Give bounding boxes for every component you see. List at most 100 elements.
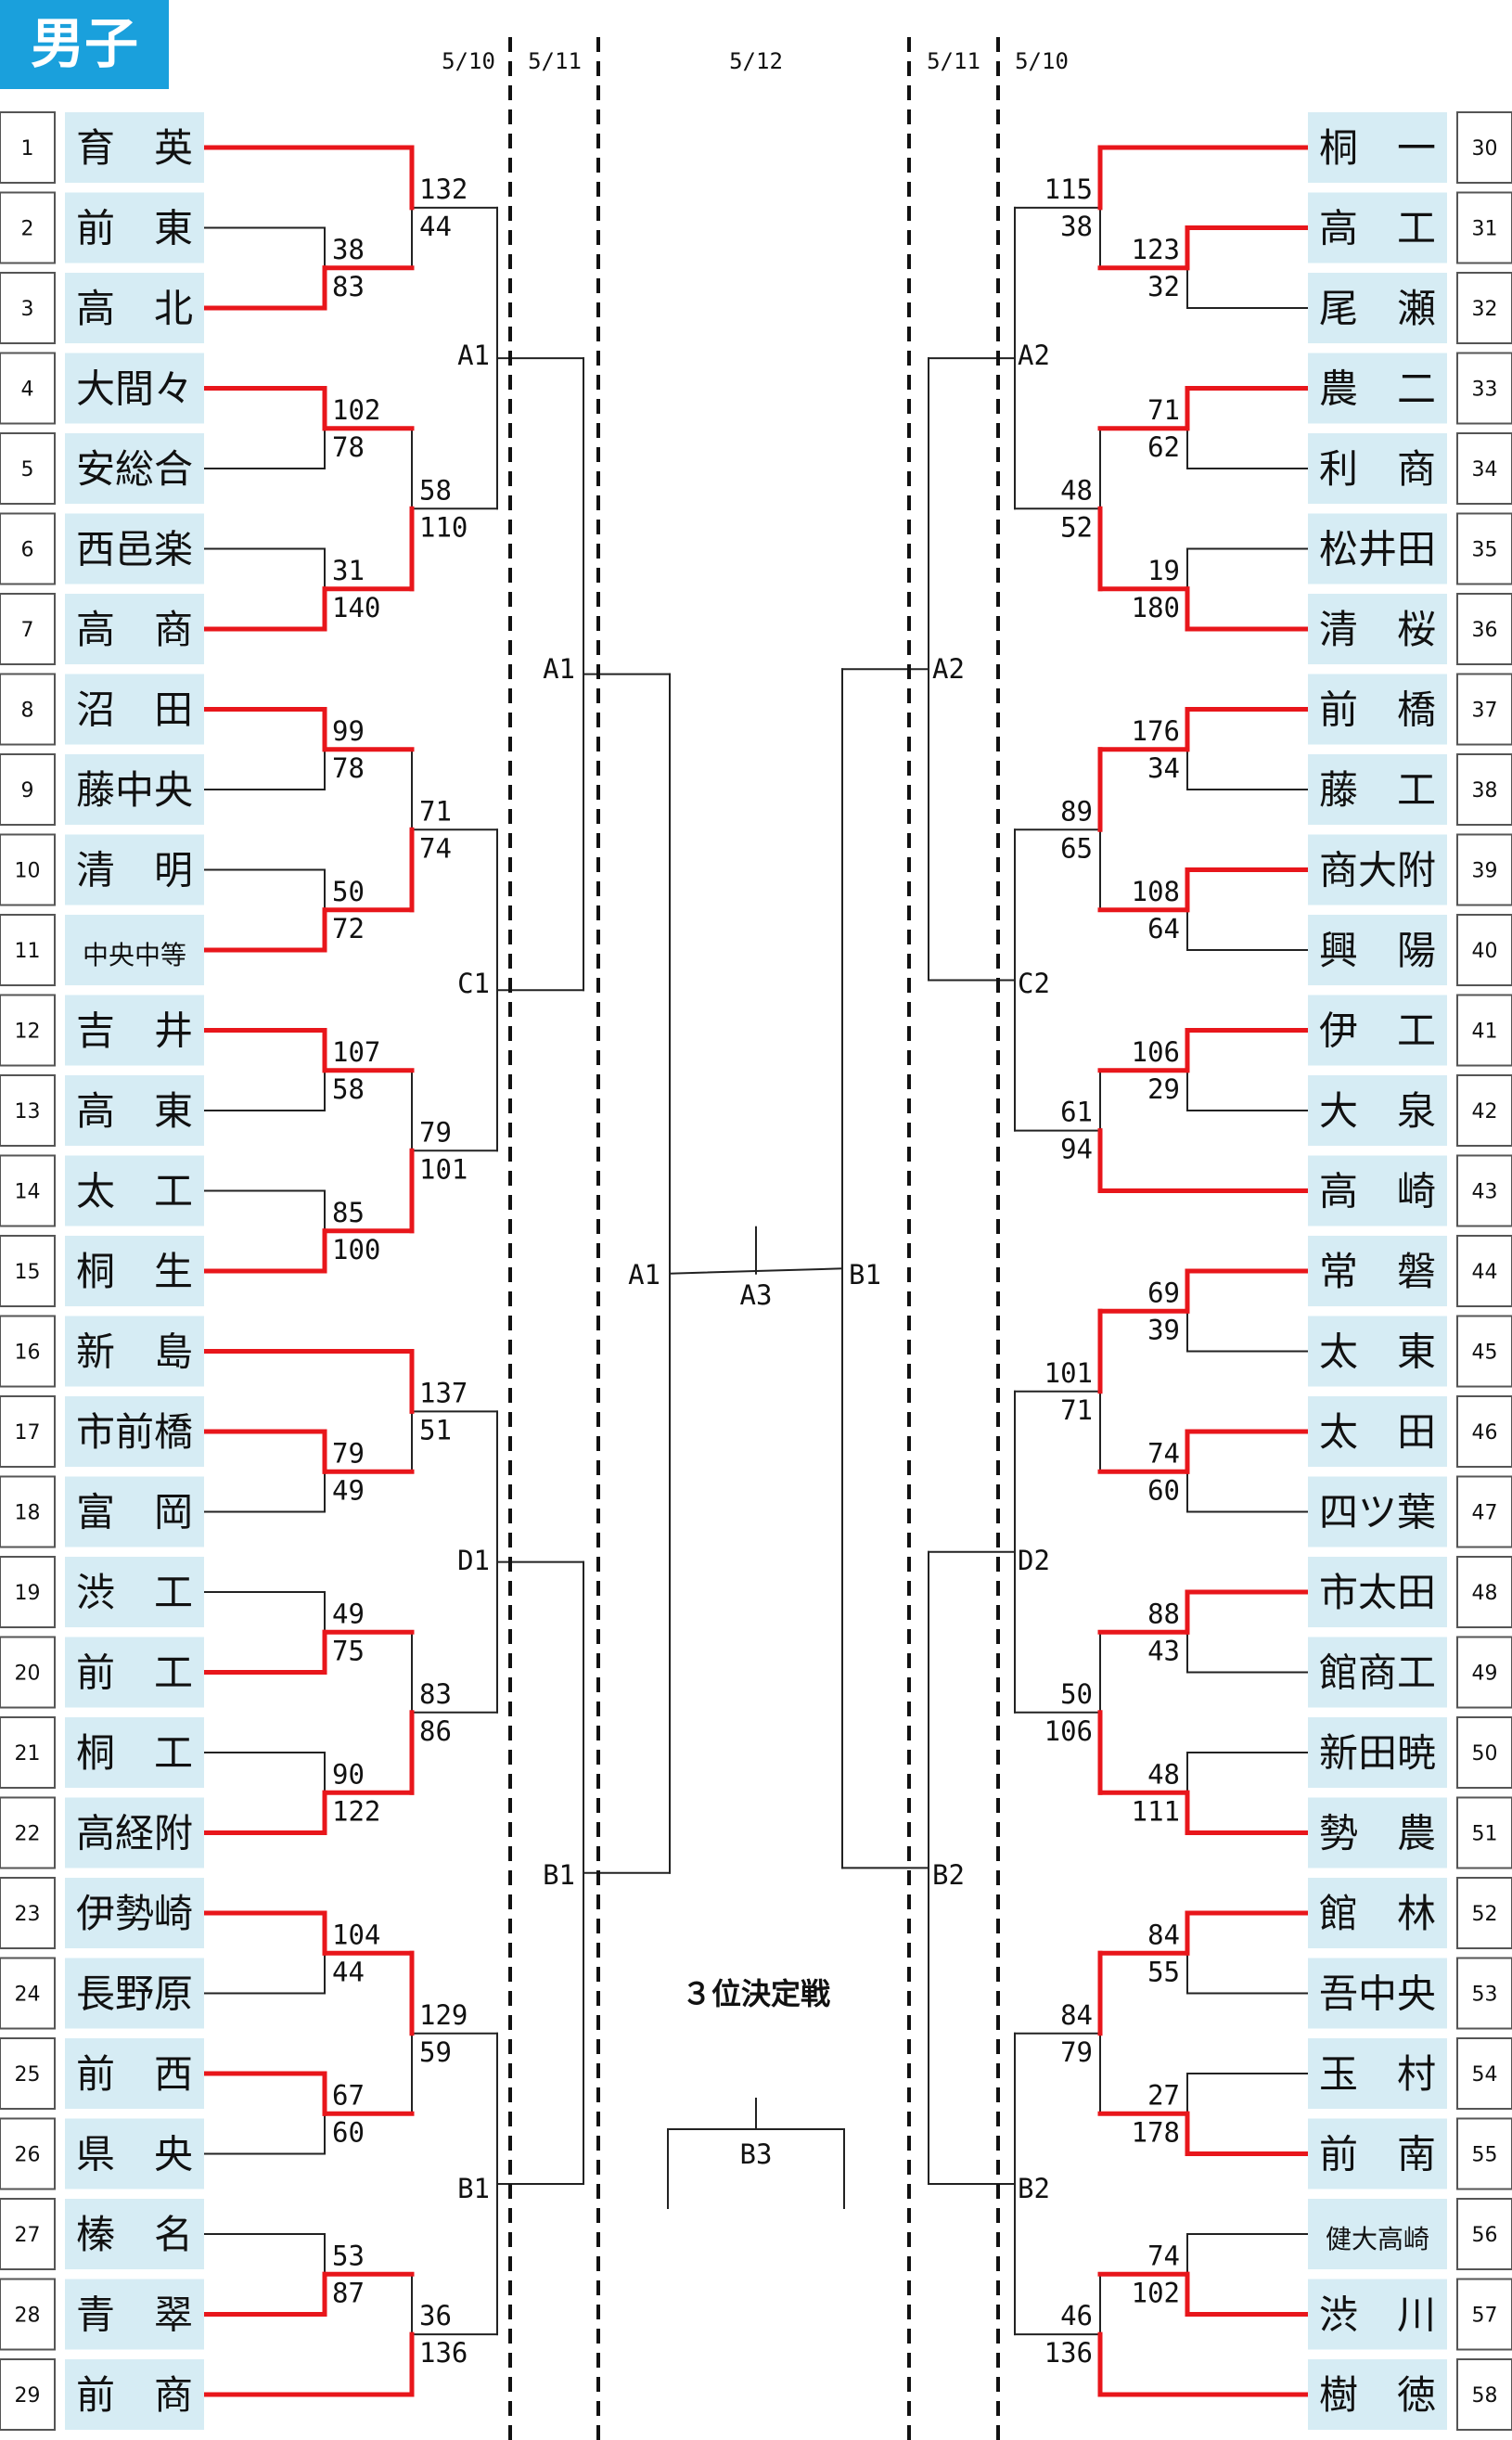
match-line — [201, 1790, 327, 1835]
team-seed-box — [0, 2198, 56, 2270]
score-label: 100 — [332, 1234, 380, 1265]
team-seed-box — [1456, 1235, 1512, 1307]
score-label: 71 — [419, 795, 452, 827]
team-seed-box — [1456, 1154, 1512, 1227]
team-name-box — [65, 1476, 204, 1547]
team-name-box — [1308, 754, 1447, 825]
score-label: 140 — [332, 592, 380, 623]
team-name-box — [65, 273, 204, 343]
match-line — [1185, 1790, 1311, 1835]
team-name: 太 田 — [1319, 1409, 1436, 1455]
team-seed-box — [1456, 1716, 1512, 1789]
team-name: 館商工 — [1319, 1650, 1436, 1696]
score-label: 32 — [1147, 271, 1180, 302]
date-right-r2: 5/11 — [927, 48, 980, 74]
team-seed-number: 24 — [15, 1984, 41, 2007]
team-seed-box — [0, 753, 56, 826]
team-name: 前 工 — [76, 1650, 193, 1696]
team-seed-box — [0, 2117, 56, 2190]
team-seed-box — [0, 512, 56, 585]
team-name-box — [1308, 2359, 1447, 2430]
team-name-box — [1308, 273, 1447, 343]
match-line — [1185, 586, 1311, 632]
team-seed-box — [1456, 1475, 1512, 1548]
team-name: 松井田 — [1319, 527, 1436, 572]
team-name: 利 商 — [1319, 446, 1436, 492]
team-name: 沼 田 — [76, 687, 193, 733]
score-label: 129 — [419, 1999, 468, 2031]
team-name: 太 工 — [76, 1169, 193, 1214]
team-seed-box — [0, 1154, 56, 1227]
team-name-box — [1308, 1476, 1447, 1547]
team-name-box — [1308, 2118, 1447, 2190]
final-label-left: A1 — [628, 1259, 660, 1291]
team-name: 青 翠 — [76, 2292, 193, 2338]
match-line — [1186, 2073, 1309, 2115]
team-name-box — [65, 1878, 204, 1948]
match-line — [201, 265, 327, 311]
team-seed-box — [0, 1556, 56, 1628]
match-line — [1185, 2271, 1311, 2317]
team-name-box — [65, 754, 204, 825]
score-label: 74 — [419, 832, 452, 864]
team-seed-number: 37 — [1472, 700, 1498, 723]
team-seed-number: 48 — [1472, 1582, 1498, 1605]
match-line — [201, 907, 327, 953]
score-label: 44 — [419, 211, 452, 242]
team-name: 渋 川 — [1319, 2292, 1436, 2338]
team-seed-box — [0, 111, 56, 184]
team-seed-number: 12 — [15, 1021, 41, 1044]
team-name-box — [65, 834, 204, 905]
team-seed-box — [1456, 1315, 1512, 1388]
score-label: 44 — [332, 1956, 365, 1987]
team-seed-box — [0, 432, 56, 505]
match-line — [1186, 266, 1309, 309]
score-label: 88 — [1147, 1598, 1180, 1629]
score-label: 94 — [1060, 1134, 1093, 1165]
score-label: 122 — [332, 1795, 380, 1827]
score-label: 84 — [1060, 1999, 1093, 2031]
team-seed-box — [1456, 1957, 1512, 2030]
team-seed-box — [0, 673, 56, 746]
quarter-label-right: D2 — [1018, 1545, 1050, 1576]
team-seed-number: 18 — [15, 1502, 41, 1525]
quarter-label-right: A2 — [1018, 340, 1050, 371]
date-right-r1: 5/10 — [1015, 48, 1069, 74]
match-line — [203, 1752, 326, 1794]
score-label: 79 — [332, 1437, 365, 1469]
team-seed-box — [1456, 2198, 1512, 2270]
match-line — [203, 748, 326, 790]
match-line — [203, 1189, 326, 1232]
team-name-box — [1308, 1155, 1447, 1226]
score-label: 180 — [1132, 592, 1180, 623]
match-line — [201, 1429, 327, 1474]
team-name-box — [65, 112, 204, 183]
team-name-box — [1308, 2038, 1447, 2109]
team-seed-box — [0, 1957, 56, 2030]
score-label: 43 — [1147, 1635, 1180, 1666]
team-name: 桐 一 — [1319, 125, 1436, 171]
team-seed-number: 15 — [15, 1261, 41, 1284]
team-seed-box — [1456, 1636, 1512, 1709]
team-seed-box — [0, 1235, 56, 1307]
team-name-box — [65, 1797, 204, 1869]
team-seed-number: 58 — [1472, 2384, 1498, 2408]
score-label: 101 — [419, 1153, 468, 1185]
team-name-box — [65, 995, 204, 1066]
team-name-box — [1308, 2199, 1447, 2269]
team-seed-number: 34 — [1472, 458, 1498, 482]
score-label: 60 — [332, 2116, 365, 2148]
team-name-box — [65, 1557, 204, 1627]
team-name-box — [1308, 1075, 1447, 1146]
score-label: 50 — [332, 876, 365, 907]
team-name: 勢 農 — [1319, 1811, 1436, 1856]
score-label: 34 — [1147, 752, 1180, 784]
team-seed-number: 27 — [15, 2224, 41, 2247]
team-seed-box — [0, 2358, 56, 2431]
team-seed-number: 51 — [1472, 1823, 1498, 1846]
team-seed-box — [1456, 2278, 1512, 2351]
team-name: 前 南 — [1319, 2132, 1436, 2177]
team-name-box — [1308, 1316, 1447, 1387]
match-line — [201, 2271, 327, 2317]
team-seed-box — [1456, 191, 1512, 264]
